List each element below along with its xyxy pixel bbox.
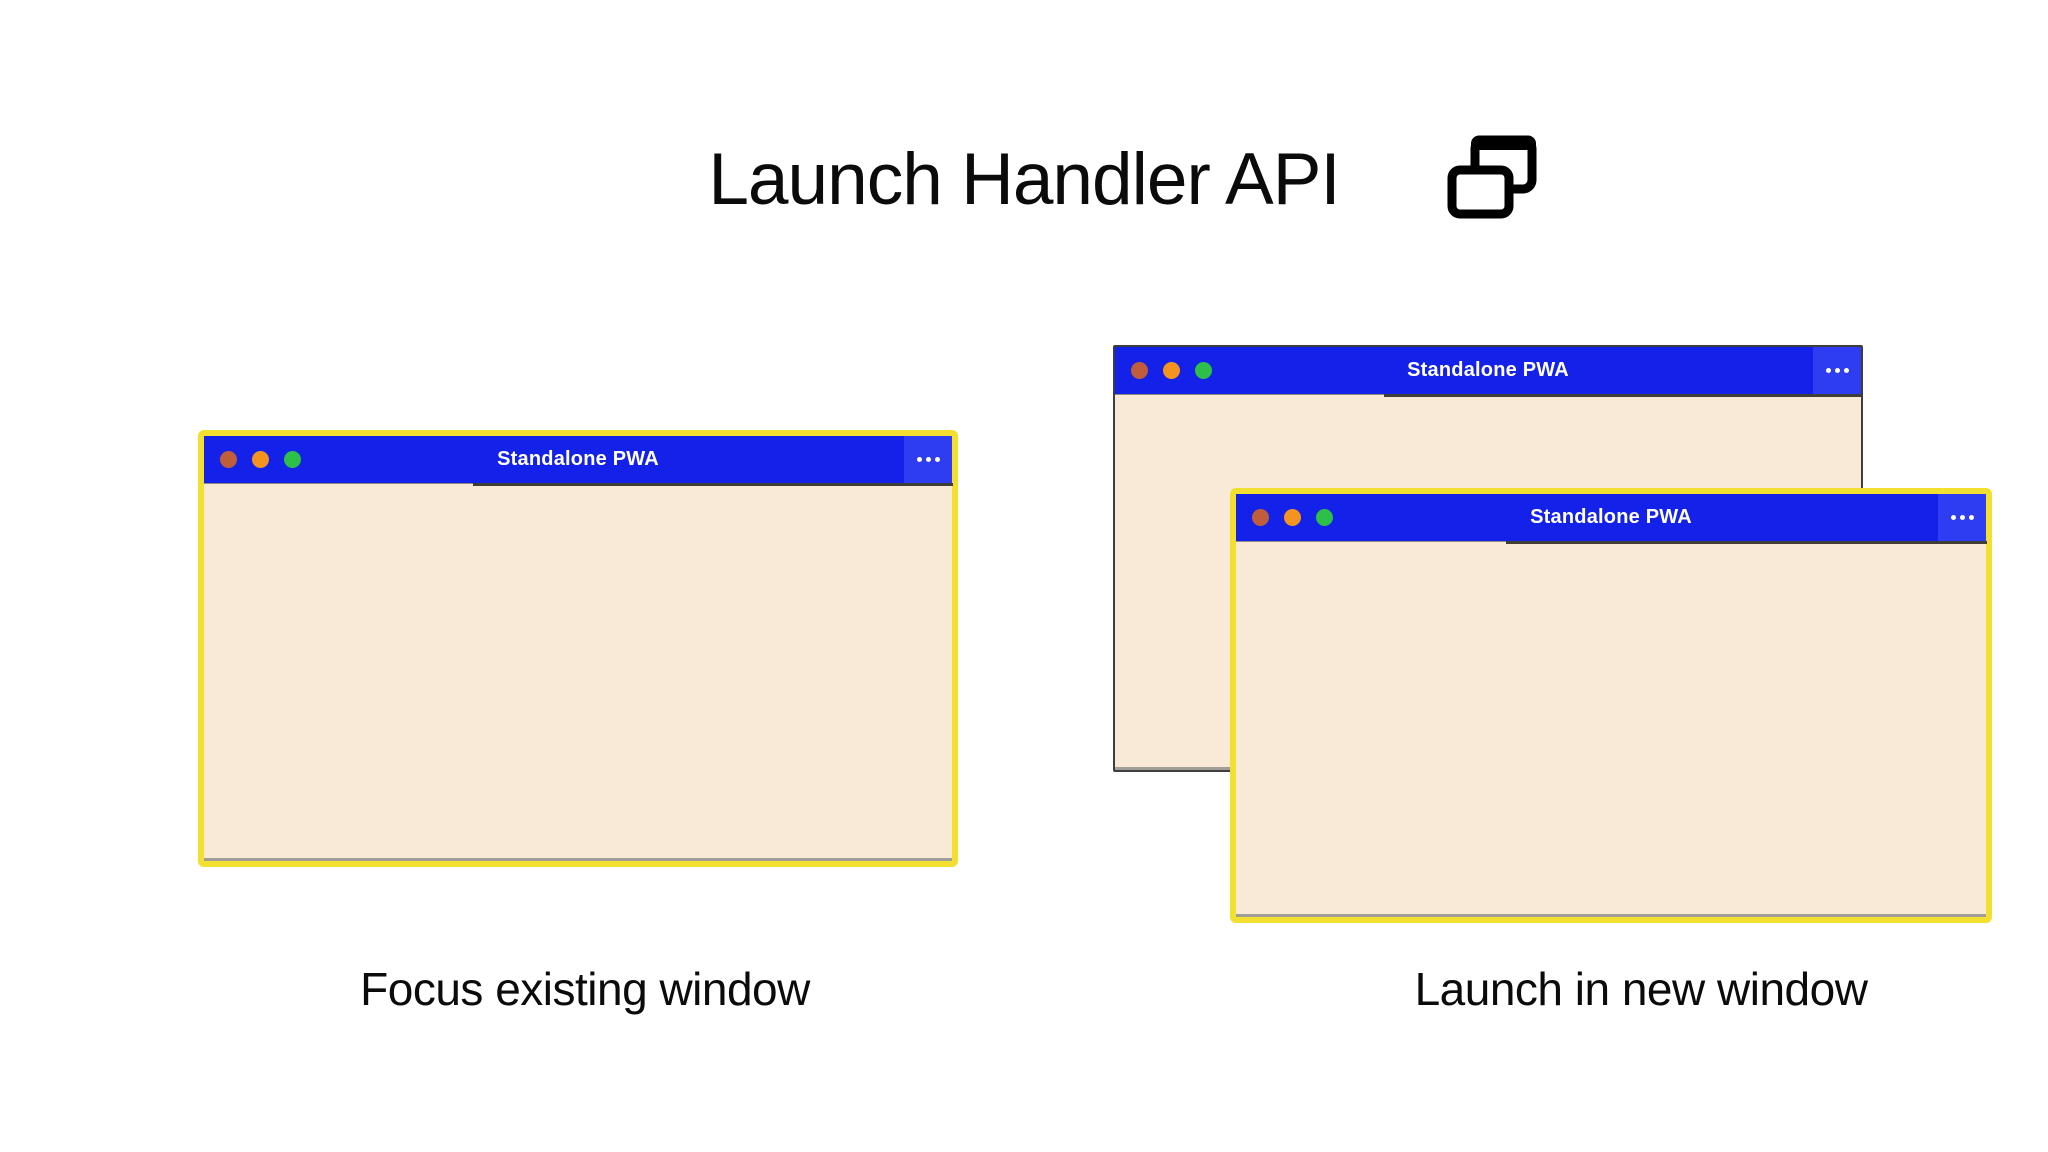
window-content bbox=[1236, 541, 1986, 917]
titlebar-shadow bbox=[1383, 394, 1862, 397]
titlebar: Standalone PWA bbox=[1115, 347, 1862, 397]
close-button[interactable] bbox=[220, 451, 237, 468]
traffic-lights bbox=[1131, 347, 1212, 394]
titlebar-shadow bbox=[1506, 541, 1987, 544]
traffic-lights bbox=[220, 436, 301, 483]
close-button[interactable] bbox=[1252, 509, 1269, 526]
minimize-button[interactable] bbox=[1284, 509, 1301, 526]
window-content bbox=[204, 483, 952, 861]
window-title: Standalone PWA bbox=[1407, 359, 1569, 381]
overflow-menu-button[interactable] bbox=[1813, 347, 1861, 394]
overlapping-windows-icon bbox=[1447, 135, 1537, 219]
ellipsis-icon bbox=[1950, 515, 1956, 520]
ellipsis-icon bbox=[1825, 368, 1831, 373]
ellipsis-icon bbox=[916, 457, 922, 462]
minimize-button[interactable] bbox=[1163, 362, 1180, 379]
maximize-button[interactable] bbox=[1316, 509, 1333, 526]
page-title: Launch Handler API bbox=[708, 139, 1340, 220]
traffic-lights bbox=[1252, 494, 1333, 541]
caption-launch-in-new-window: Launch in new window bbox=[1414, 963, 1868, 1015]
titlebar: Standalone PWA bbox=[204, 436, 953, 486]
caption-focus-existing-window: Focus existing window bbox=[360, 963, 810, 1015]
close-button[interactable] bbox=[1131, 362, 1148, 379]
pwa-window-new: Standalone PWA bbox=[1230, 488, 1992, 923]
window-title: Standalone PWA bbox=[1530, 506, 1692, 528]
titlebar-shadow bbox=[473, 483, 953, 486]
window-title: Standalone PWA bbox=[497, 448, 659, 470]
pwa-window-focused: Standalone PWA bbox=[198, 430, 958, 867]
maximize-button[interactable] bbox=[284, 451, 301, 468]
maximize-button[interactable] bbox=[1195, 362, 1212, 379]
titlebar: Standalone PWA bbox=[1236, 494, 1987, 544]
overflow-menu-button[interactable] bbox=[1938, 494, 1986, 541]
overflow-menu-button[interactable] bbox=[904, 436, 952, 483]
minimize-button[interactable] bbox=[252, 451, 269, 468]
